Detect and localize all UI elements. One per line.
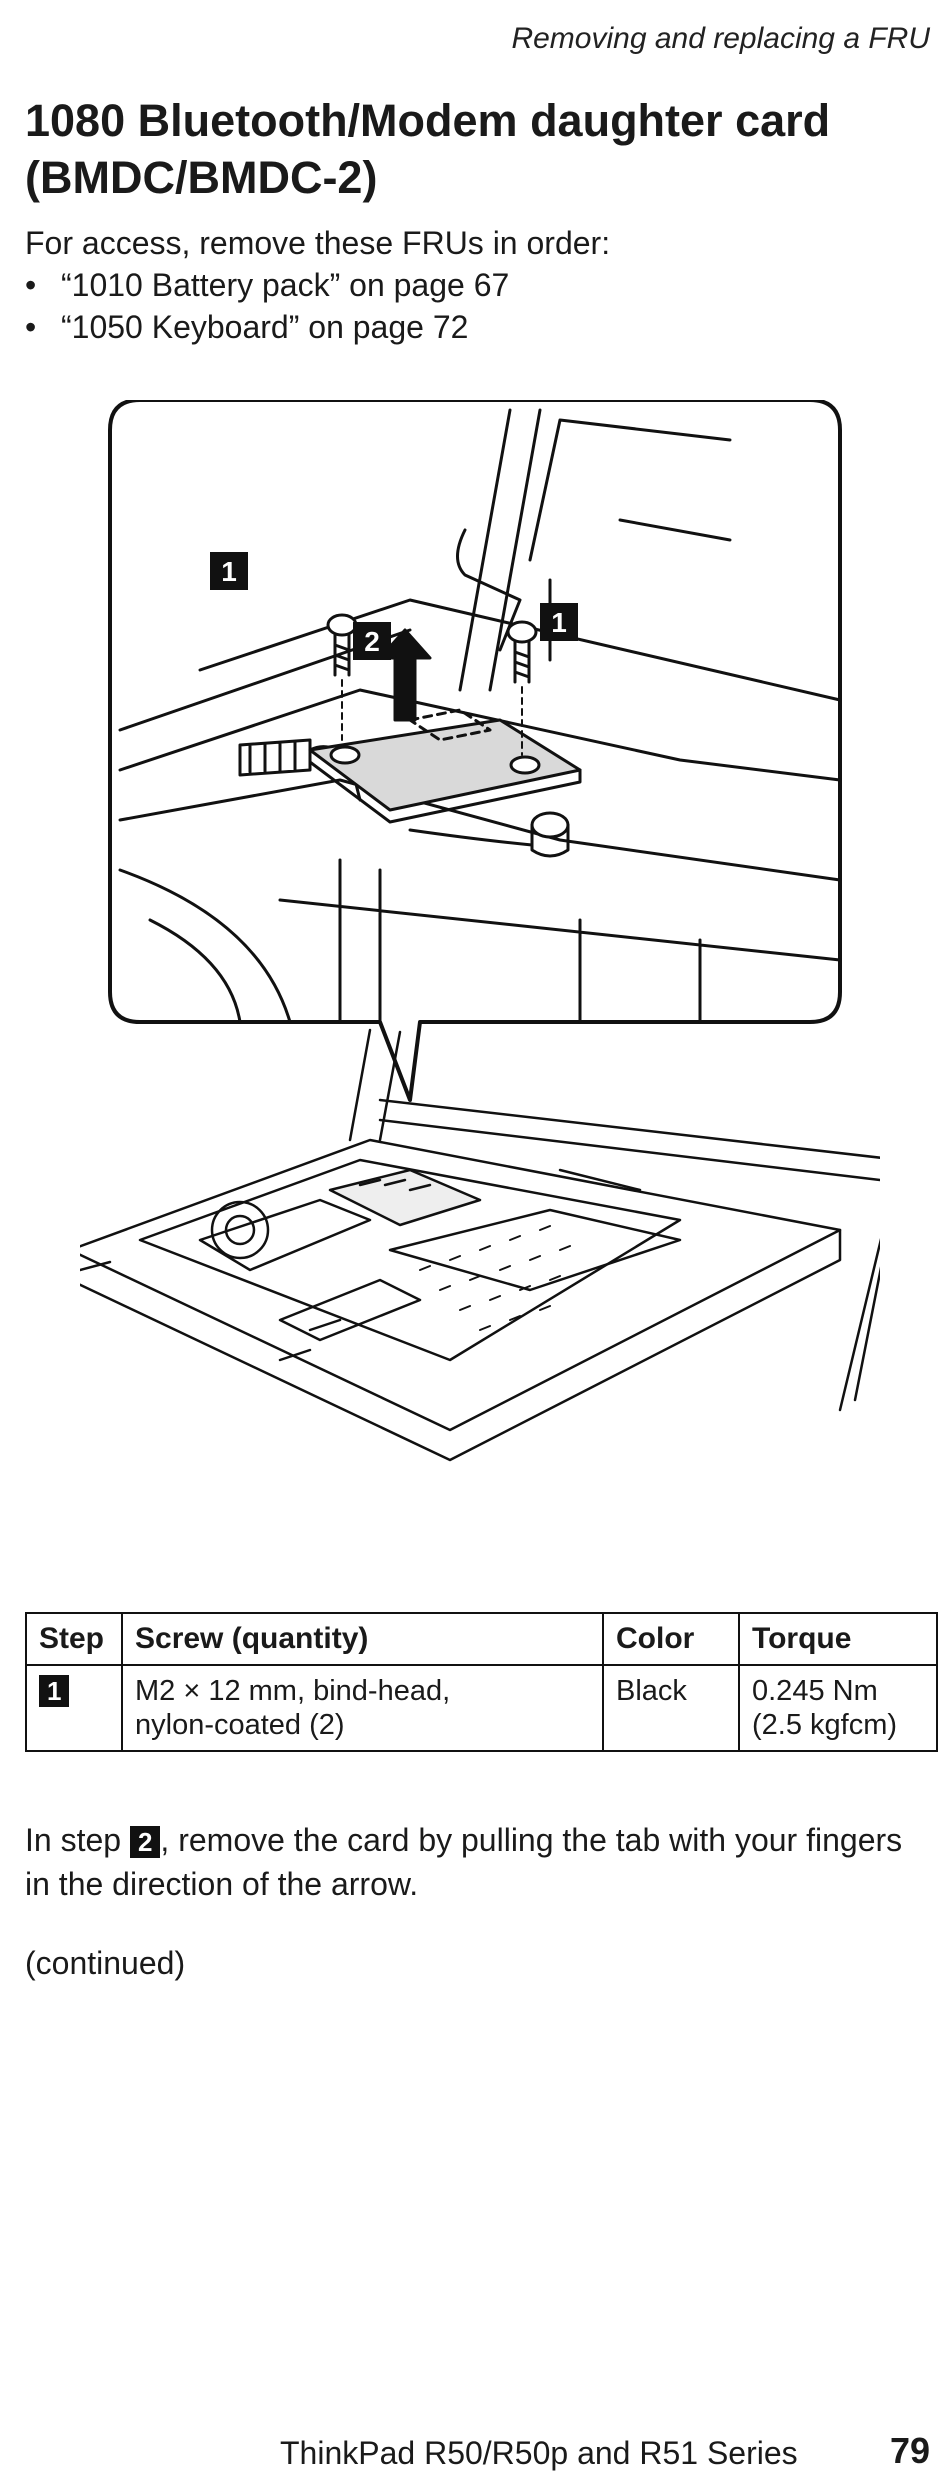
col-step: Step [25, 1612, 123, 1666]
col-color: Color [602, 1612, 740, 1666]
torque-line: (2.5 kgfcm) [752, 1709, 898, 1741]
prereq-item: •“1010 Battery pack” on page 67 [25, 267, 510, 303]
prereq-link[interactable]: “1010 Battery pack” on page 67 [61, 267, 510, 303]
bmdc-removal-illustration: 1 2 1 [80, 400, 880, 1462]
col-screw: Screw (quantity) [121, 1612, 604, 1666]
table-row: 1 M2 × 12 mm, bind-head, nylon-coated (2… [25, 1664, 938, 1752]
intro-block: For access, remove these FRUs in order: … [25, 222, 610, 348]
prereq-list: •“1010 Battery pack” on page 67 •“1050 K… [25, 264, 610, 348]
step-callout: 2 [129, 1826, 161, 1858]
running-head: Removing and replacing a FRU [511, 22, 930, 55]
continued-note: (continued) [25, 1945, 186, 1981]
prereq-item: •“1050 Keyboard” on page 72 [25, 309, 469, 345]
screw-spec-table: Step Screw (quantity) Color Torque 1 M2 … [25, 1612, 938, 1752]
footer-series: ThinkPad R50/R50p and R51 Series [280, 2435, 798, 2471]
prereq-link[interactable]: “1050 Keyboard” on page 72 [61, 309, 469, 345]
screw-left [326, 613, 358, 741]
page-title: 1080 Bluetooth/Modem daughter card (BMDC… [25, 95, 831, 203]
table-header-row: Step Screw (quantity) Color Torque [25, 1612, 938, 1666]
svg-text:1: 1 [551, 607, 567, 638]
pull-arrow [378, 628, 432, 722]
laptop-overview [80, 1028, 880, 1462]
svg-text:1: 1 [221, 556, 237, 587]
intro-text: For access, remove these FRUs in order: [25, 225, 611, 261]
page-number: 79 [889, 2430, 930, 2471]
cell-screw: M2 × 12 mm, bind-head, nylon-coated (2) [121, 1664, 604, 1752]
step-callout: 1 [39, 1675, 70, 1707]
cell-step: 1 [25, 1664, 123, 1752]
svg-text:2: 2 [364, 626, 380, 657]
torque-line: 0.245 Nm [752, 1675, 878, 1707]
callout-1-left: 1 [210, 552, 248, 590]
cell-color: Black [602, 1664, 740, 1752]
callout-2: 2 [353, 622, 391, 660]
screw-right [506, 620, 538, 756]
detail-view [108, 400, 842, 1102]
step-instruction: In step 2, remove the card by pulling th… [25, 1822, 903, 1902]
cell-torque: 0.245 Nm (2.5 kgfcm) [738, 1664, 938, 1752]
callout-1-right: 1 [540, 603, 578, 641]
col-torque: Torque [738, 1612, 938, 1666]
screw-desc-line: nylon-coated (2) [135, 1709, 345, 1741]
screw-desc-line: M2 × 12 mm, bind-head, [135, 1675, 451, 1707]
